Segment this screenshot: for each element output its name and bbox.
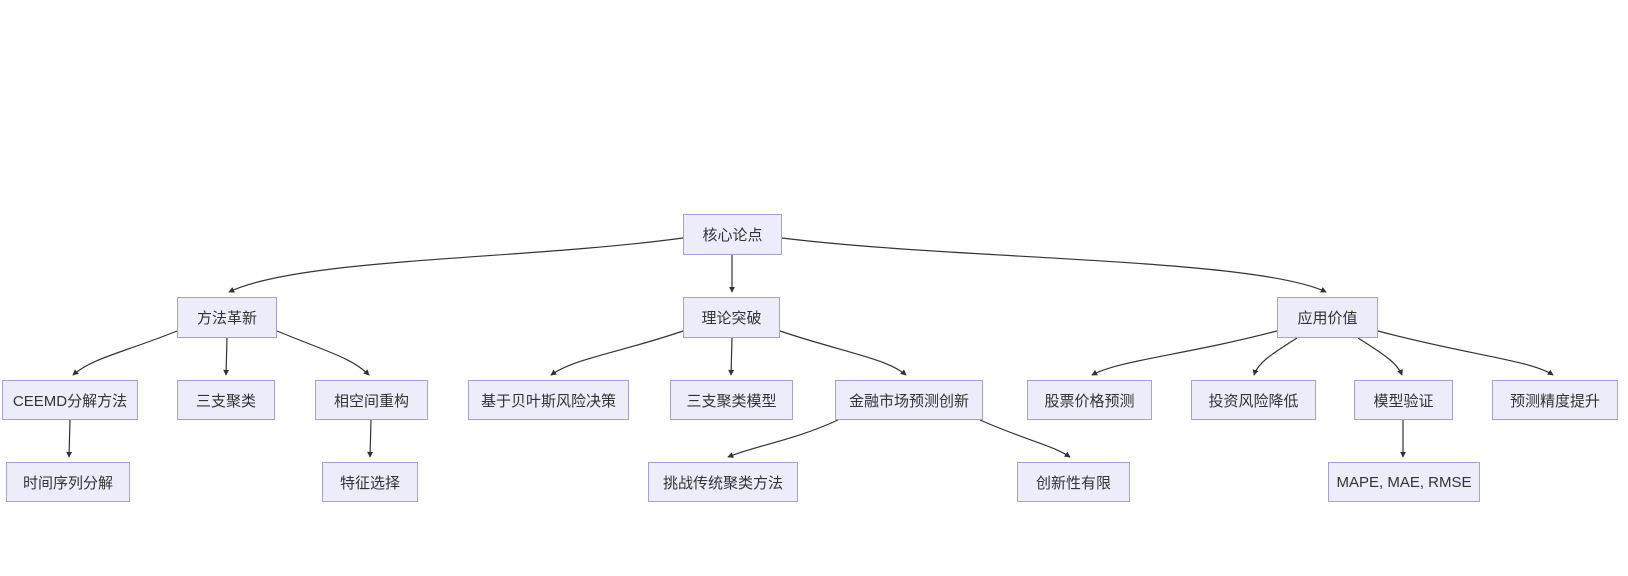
edge-apply-to-risk: [1252, 337, 1298, 376]
node-challenge-traditional-clustering: 挑战传统聚类方法: [648, 462, 798, 502]
node-theory-breakthrough: 理论突破: [683, 297, 780, 338]
edge-method-to-phase: [276, 330, 370, 376]
node-limited-innovation: 创新性有限: [1017, 462, 1130, 502]
node-evaluation-metrics: MAPE, MAE, RMSE: [1328, 462, 1480, 502]
node-stock-price-prediction: 股票价格预测: [1027, 380, 1152, 420]
node-method-innovation: 方法革新: [177, 297, 277, 338]
edge-method-to-ceemd: [72, 330, 178, 376]
edge-finance-to-limited: [979, 419, 1071, 458]
node-investment-risk-reduction: 投资风险降低: [1191, 380, 1316, 420]
node-core-thesis: 核心论点: [683, 214, 782, 255]
node-three-way-clustering: 三支聚类: [177, 380, 275, 420]
node-phase-space-reconstruction: 相空间重构: [315, 380, 428, 420]
edge-finance-to-challenge: [727, 419, 839, 458]
node-ceemd-decomposition-method: CEEMD分解方法: [2, 380, 138, 420]
edge-core-to-apply: [781, 237, 1327, 293]
node-feature-selection: 特征选择: [322, 462, 418, 502]
edge-apply-to-accuracy: [1377, 330, 1554, 376]
node-model-validation: 模型验证: [1354, 380, 1453, 420]
edge-phase-to-feature: [367, 419, 374, 458]
edge-apply-to-validate: [1357, 337, 1403, 376]
edge-theory-to-bayes: [550, 330, 684, 376]
node-bayesian-risk-decision: 基于贝叶斯风险决策: [468, 380, 629, 420]
edge-core-to-method: [228, 237, 684, 293]
edge-theory-to-twcmodel: [728, 337, 735, 376]
node-time-series-decomposition: 时间序列分解: [6, 462, 130, 502]
edge-theory-to-finance: [779, 330, 907, 376]
edge-apply-to-stock: [1091, 330, 1278, 376]
node-application-value: 应用价值: [1277, 297, 1378, 338]
node-prediction-accuracy-improvement: 预测精度提升: [1492, 380, 1618, 420]
edge-ceemd-to-tsdecomp: [66, 419, 73, 458]
node-financial-market-prediction-innovation: 金融市场预测创新: [835, 380, 983, 420]
edge-method-to-threeway: [223, 337, 230, 376]
node-three-way-clustering-model: 三支聚类模型: [670, 380, 793, 420]
